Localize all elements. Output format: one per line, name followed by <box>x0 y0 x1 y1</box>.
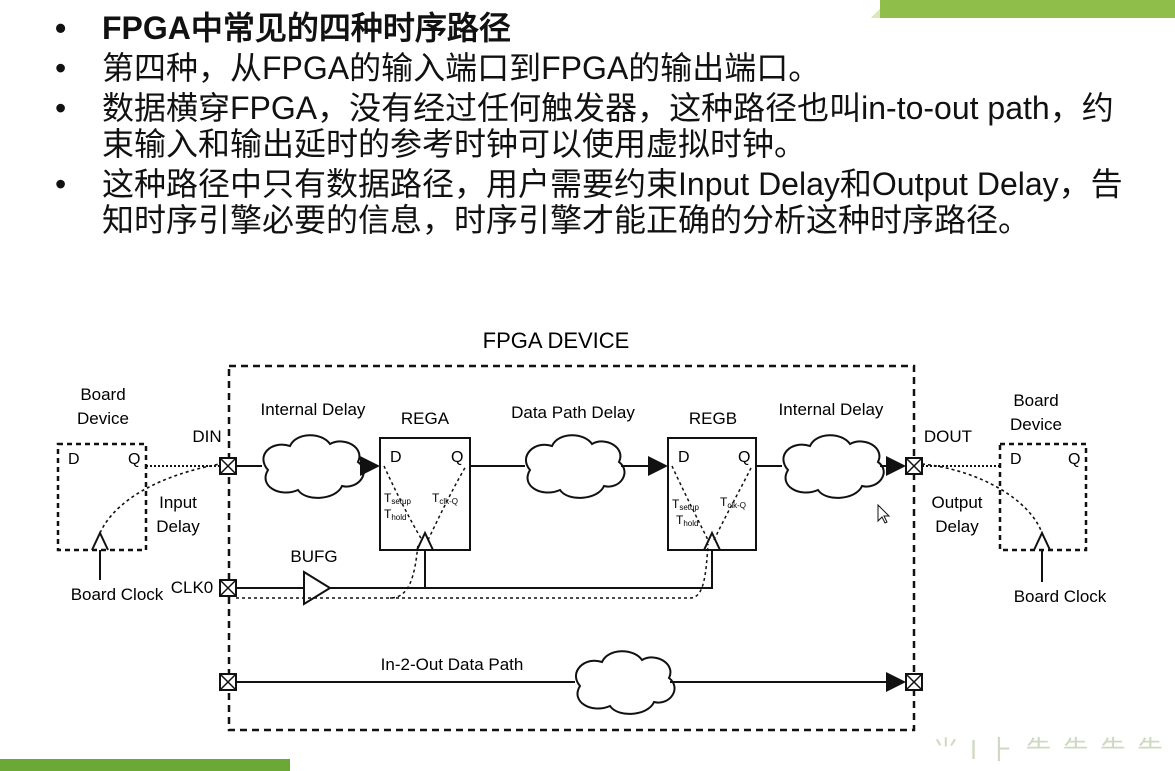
input-delay-line1: Input <box>159 493 197 512</box>
data-path-delay-label: Data Path Delay <box>511 403 635 422</box>
svg-text:Tsetup: Tsetup <box>384 491 411 506</box>
right-board-q: Q <box>1068 451 1080 468</box>
output-delay-arrow <box>921 463 1043 534</box>
top-decoration-bar <box>880 0 1175 18</box>
mouse-cursor-icon <box>877 503 891 524</box>
internal-delay-2-label: Internal Delay <box>779 400 884 419</box>
regb-tsetup: Tsetup <box>672 497 699 512</box>
regb-label: REGB <box>689 409 737 428</box>
clk0-label: CLK0 <box>171 578 214 597</box>
fpga-boundary <box>227 364 916 732</box>
bullet-item: • 第四种，从FPGA的输入端口到FPGA的输出端口。 <box>55 50 1135 86</box>
internal-delay-1-cloud <box>262 434 365 499</box>
bullet-text: 第四种，从FPGA的输入端口到FPGA的输出端口。 <box>102 50 821 86</box>
input-delay-arrow <box>99 463 221 534</box>
internal-delay-1-label: Internal Delay <box>261 400 366 419</box>
rega-label: REGA <box>401 409 450 428</box>
right-board-d: D <box>1010 451 1022 468</box>
rega-tsetup: Tsetup <box>384 491 411 506</box>
clock-dotted-regb <box>390 543 709 599</box>
din-port <box>219 457 237 475</box>
bullet-list: • FPGA中常见的四种时序路径 • 第四种，从FPGA的输入端口到FPGA的输出端… <box>55 10 1135 242</box>
in2out-input-port <box>219 673 237 691</box>
dout-port <box>905 457 923 475</box>
board-device-left-line2: Device <box>77 409 129 428</box>
right-board-clk-triangle <box>1033 530 1051 551</box>
dout-label: DOUT <box>924 427 972 446</box>
bottom-decoration-bar <box>0 759 290 771</box>
board-device-left-line1: Board <box>80 385 125 404</box>
din-label: DIN <box>192 427 221 446</box>
left-board-q: Q <box>128 451 140 468</box>
bufg-buffer <box>303 570 332 606</box>
regb-setup-arc <box>671 465 709 541</box>
svg-text:Thold: Thold <box>676 513 698 528</box>
board-device-left-box <box>56 442 148 552</box>
regb-tclkq: Tclk-Q <box>720 495 746 510</box>
left-board-clk-triangle <box>91 530 109 551</box>
svg-text:Tclk-Q: Tclk-Q <box>720 495 746 510</box>
input-delay-line2: Delay <box>156 517 200 536</box>
svg-text:Tsetup: Tsetup <box>672 497 699 512</box>
grass-decoration-icon: ⺌ ǀ ⺊ ⺧ ⺧ ⺧ ⺧ <box>932 735 1165 765</box>
bullet-text: 数据横穿FPGA，没有经过任何触发器，这种路径也叫in-to-out path，… <box>102 90 1114 162</box>
clock-dotted-rega <box>236 543 419 599</box>
in2out-output-port <box>905 673 923 691</box>
regb-d: D <box>678 449 690 466</box>
rega-tclkq: Tclk-Q <box>432 491 458 506</box>
board-clock-right-label: Board Clock <box>1014 587 1107 606</box>
regb-thold: Thold <box>676 513 698 528</box>
bullet-item: • 这种路径中只有数据路径，用户需要约束Input Delay和Output De… <box>55 166 1135 238</box>
bufg-label: BUFG <box>290 547 337 566</box>
bullet-text: FPGA中常见的四种时序路径 <box>102 10 511 46</box>
regb-clkq-arc <box>713 465 753 541</box>
rega-d: D <box>390 449 402 466</box>
svg-text:Thold: Thold <box>384 507 406 522</box>
fpga-device-label: FPGA DEVICE <box>483 328 630 353</box>
in2out-label: In-2-Out Data Path <box>381 655 524 674</box>
rega-clk-triangle <box>416 530 434 551</box>
bullet-item: • 数据横穿FPGA，没有经过任何触发器，这种路径也叫in-to-out path… <box>55 90 1135 162</box>
bullet-dot: • <box>55 166 67 202</box>
rega-thold: Thold <box>384 507 406 522</box>
bullet-dot: • <box>55 90 67 126</box>
board-clock-left-label: Board Clock <box>71 585 164 604</box>
board-device-right-line1: Board <box>1013 391 1058 410</box>
bullet-item: • FPGA中常见的四种时序路径 <box>55 10 1135 46</box>
clk0-port <box>219 579 237 597</box>
svg-text:Tclk-Q: Tclk-Q <box>432 491 458 506</box>
rega-q: Q <box>451 449 463 466</box>
bullet-dot: • <box>55 10 67 46</box>
output-delay-line2: Delay <box>935 517 979 536</box>
board-device-right-line2: Device <box>1010 415 1062 434</box>
output-delay-line1: Output <box>931 493 982 512</box>
rega-clkq-arc <box>427 465 467 541</box>
left-board-d: D <box>68 451 80 468</box>
clock-net <box>330 550 713 589</box>
data-path-delay-cloud <box>524 434 626 499</box>
internal-delay-2-cloud <box>782 434 885 499</box>
rega-setup-arc <box>383 465 423 541</box>
in2out-cloud <box>574 650 676 715</box>
bullet-text: 这种路径中只有数据路径，用户需要约束Input Delay和Output Del… <box>102 166 1123 238</box>
regb-clk-triangle <box>703 530 721 551</box>
bullet-dot: • <box>55 50 67 86</box>
regb-q: Q <box>738 449 750 466</box>
